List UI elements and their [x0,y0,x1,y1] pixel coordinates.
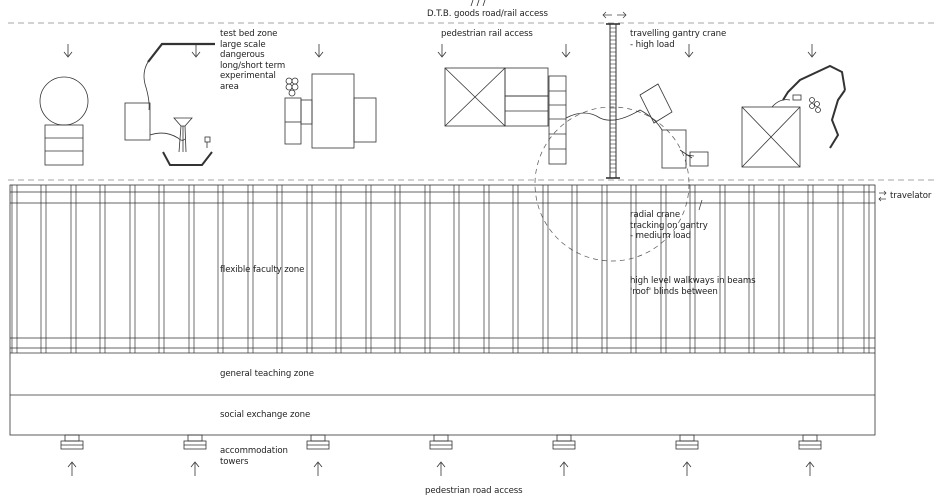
accommodation-towers [60,434,822,450]
down-arrow-icon [191,44,201,58]
high-level-walkways-label: high level walkways in beams 'roof' blin… [630,276,756,297]
up-arrow-icon [190,461,200,476]
gantry-column [606,23,620,179]
travelator-label: travelator [890,191,932,201]
down-arrow-icon [314,44,324,58]
structural-column [571,185,578,353]
up-arrow-icon [436,461,446,476]
structural-column [542,185,549,353]
hood-tripod-equipment [124,42,215,166]
up-arrow-icon [313,461,323,476]
structural-column [335,185,342,353]
gantry-crane-label: travelling gantry crane - high load [630,29,727,50]
hooded-crate-equipment [741,64,846,168]
structural-column [630,185,637,353]
down-arrow-icon [437,44,447,58]
pedestrian-rail-access-label: pedestrian rail access [441,29,533,39]
accommodation-towers-label: accommodation towers [220,446,288,467]
structural-column [40,185,47,353]
accommodation-tower [552,434,576,450]
accommodation-tower [798,434,822,450]
test-bed-zone-label: test bed zone large scale dangerous long… [220,29,286,92]
down-arrow-icon [684,44,694,58]
structural-column [778,185,785,353]
structural-column [247,185,254,353]
structural-column [276,185,283,353]
gantry-column-ticks [610,27,616,173]
radial-crane-sweep [534,106,690,262]
structural-column [365,185,372,353]
structural-column [601,185,608,353]
structural-column [483,185,490,353]
structural-column [837,185,844,353]
radial-crane-pointer [698,199,703,211]
building-block [9,184,876,436]
accommodation-tower [429,434,453,450]
structural-column [424,185,431,353]
structural-column [158,185,165,353]
gantry-direction-arrows [602,11,627,19]
structural-column [306,185,313,353]
up-arrow-icon [67,461,77,476]
structural-column [188,185,195,353]
pedestrian-road-access-label: pedestrian road access [425,486,523,496]
access-down-arrows [63,44,817,58]
structural-column [129,185,136,353]
structural-column [689,185,696,353]
up-arrow-icon [805,461,815,476]
structural-column [512,185,519,353]
social-exchange-zone-label: social exchange zone [220,410,311,420]
structural-column [660,185,667,353]
structural-column [70,185,77,353]
structural-column [748,185,755,353]
goods-access-label: D.T.B. goods road/rail access [427,9,548,19]
travelator-arrows [878,190,887,202]
goods-access-arrows [470,0,486,7]
structural-column [217,185,224,353]
structural-column [807,185,814,353]
structural-column [453,185,460,353]
down-arrow-icon [561,44,571,58]
up-arrow-icon [682,461,692,476]
crate-stack-equipment [444,67,567,165]
radial-crane-items [565,83,709,169]
structural-column [11,185,18,353]
accommodation-tower [60,434,84,450]
road-access-up-arrows [67,461,815,476]
structural-columns [11,185,870,353]
sphere-vessel-equipment [39,76,89,166]
down-arrow-icon [63,44,73,58]
general-teaching-zone-label: general teaching zone [220,369,314,379]
accommodation-tower [306,434,330,450]
accommodation-tower [183,434,207,450]
structural-column [863,185,870,353]
structural-column [394,185,401,353]
down-arrow-icon [807,44,817,58]
block-machinery-equipment [284,73,377,149]
accommodation-tower [675,434,699,450]
flexible-faculty-zone-label: flexible faculty zone [220,265,305,275]
up-arrow-icon [559,461,569,476]
structural-column [99,185,106,353]
structural-column [719,185,726,353]
radial-crane-label: radial crane tracking on gantry - medium… [630,210,708,241]
